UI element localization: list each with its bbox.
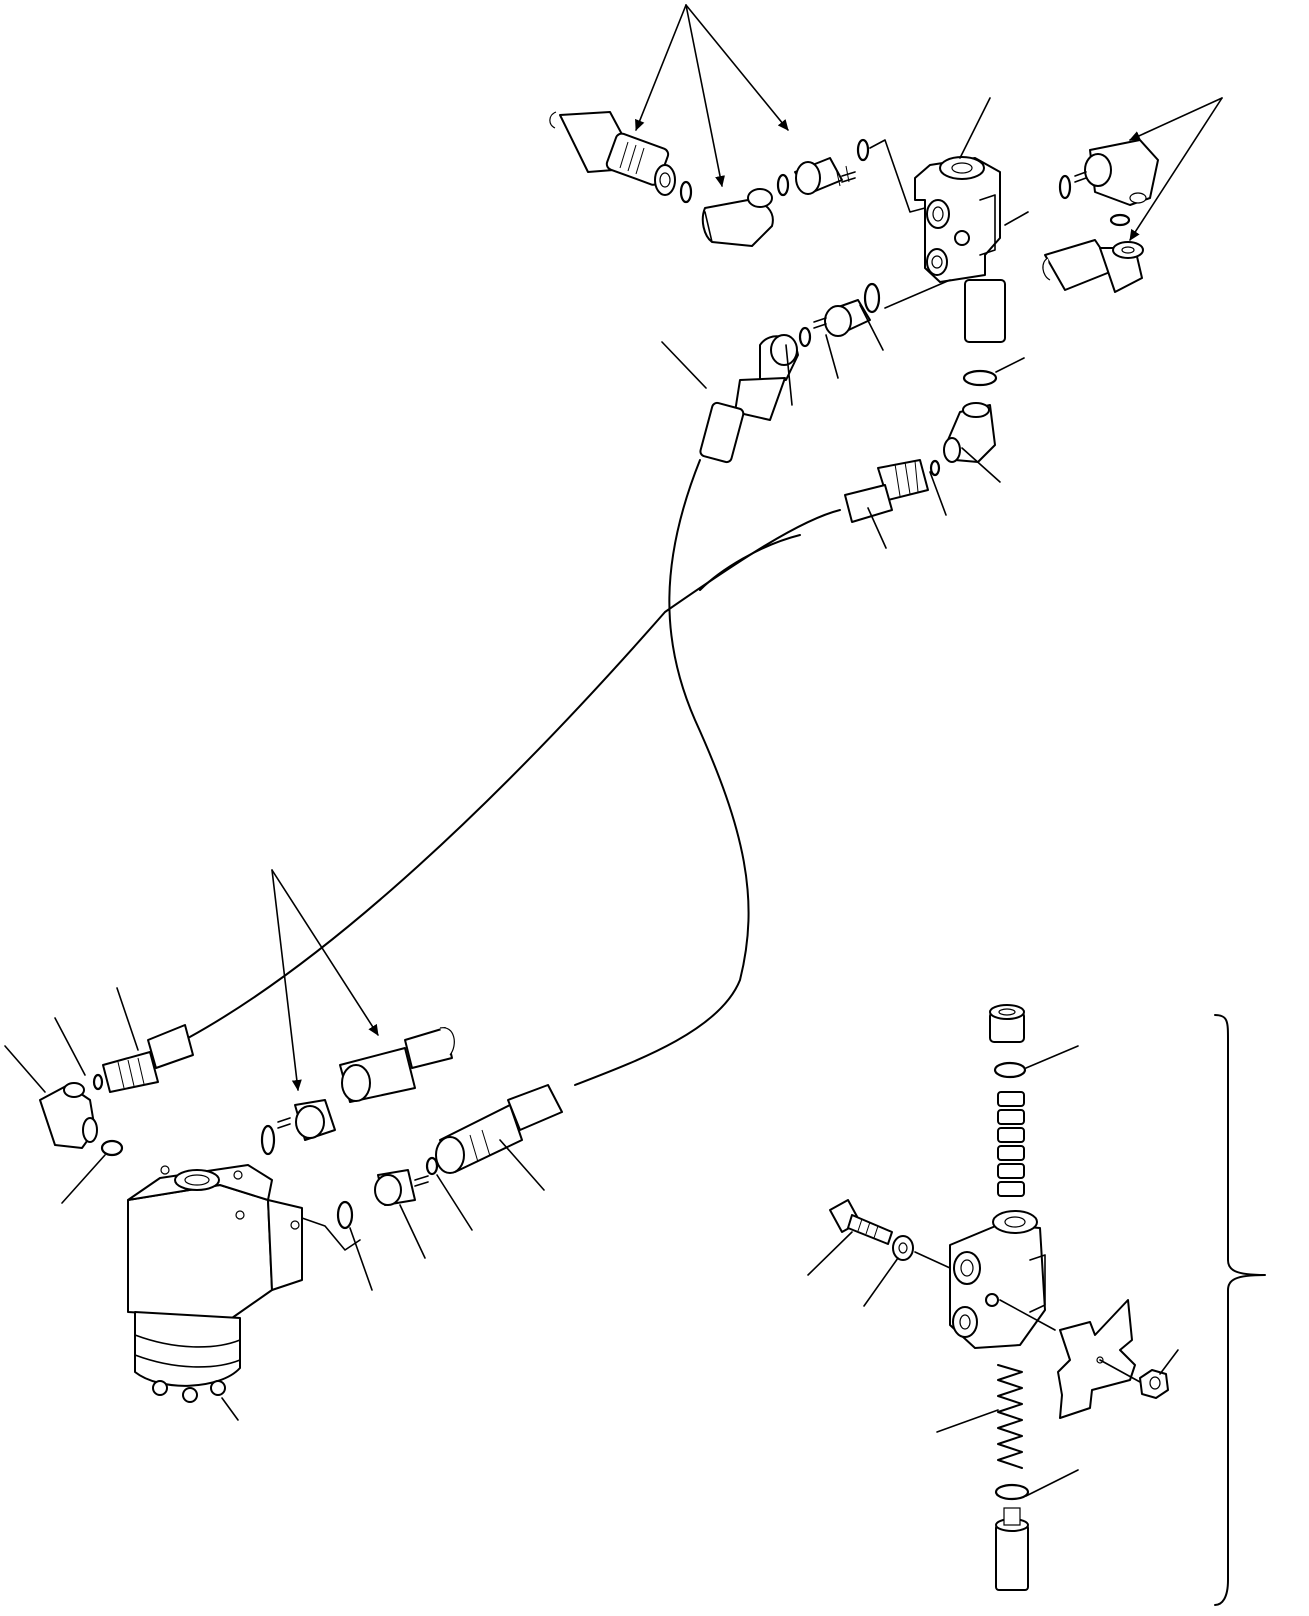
lower-hose-end <box>844 459 929 523</box>
detail-cap-screw <box>989 1004 1025 1043</box>
left-hose-end <box>102 1024 194 1093</box>
mid-o-ring-1 <box>863 282 881 314</box>
bottom-hose-end-2 <box>435 1084 563 1174</box>
upper-elbow <box>701 188 774 247</box>
bottom-o-ring-3 <box>425 1156 439 1176</box>
detail-o-ring-top <box>993 1061 1027 1079</box>
upper-o-ring-3 <box>856 138 870 162</box>
valve-block-top <box>914 156 1006 343</box>
detail-nut <box>1139 1369 1169 1399</box>
steering-unit <box>127 1164 303 1403</box>
bottom-o-ring-2 <box>336 1200 354 1230</box>
bottom-adapter-1 <box>277 1099 336 1141</box>
upper-o-ring-1 <box>679 180 693 204</box>
lower-elbow <box>943 402 996 463</box>
detail-gasket-plate <box>1057 1299 1136 1419</box>
left-o-ring-small <box>92 1073 104 1091</box>
right-o-ring-2 <box>1109 213 1131 227</box>
angled-hose-end <box>699 334 799 464</box>
detail-washer <box>892 1235 914 1261</box>
lower-o-ring <box>929 459 941 477</box>
upper-hose-end <box>549 111 676 196</box>
hydraulic-hose-cross <box>187 509 841 1039</box>
detail-valve-body <box>949 1210 1046 1349</box>
left-elbow <box>39 1082 98 1149</box>
detail-plug <box>995 1507 1029 1591</box>
left-o-ring <box>100 1139 124 1157</box>
leader-lines <box>4 97 1179 1497</box>
detail-bracket <box>1214 1014 1266 1606</box>
bottom-adapter-2 <box>374 1169 429 1206</box>
detail-bolt <box>829 1199 893 1245</box>
indicator-arrows <box>271 4 1223 1091</box>
upper-o-ring-2 <box>776 173 790 197</box>
right-o-ring <box>1058 174 1072 200</box>
bottom-o-ring-1 <box>260 1124 276 1156</box>
hydraulic-hose-long <box>574 459 750 1086</box>
right-banjo-hose <box>1042 239 1144 293</box>
bottom-hose-end-1 <box>339 1027 455 1103</box>
right-elbow <box>1074 139 1159 206</box>
upper-adapter <box>794 157 856 195</box>
detail-o-ring-bottom <box>994 1483 1030 1501</box>
detail-spring <box>997 1364 1023 1469</box>
mid-adapter <box>813 299 871 337</box>
mid-o-ring-2 <box>798 326 812 348</box>
valve-o-ring-bottom <box>962 369 998 387</box>
detail-spool-stack <box>997 1091 1025 1197</box>
